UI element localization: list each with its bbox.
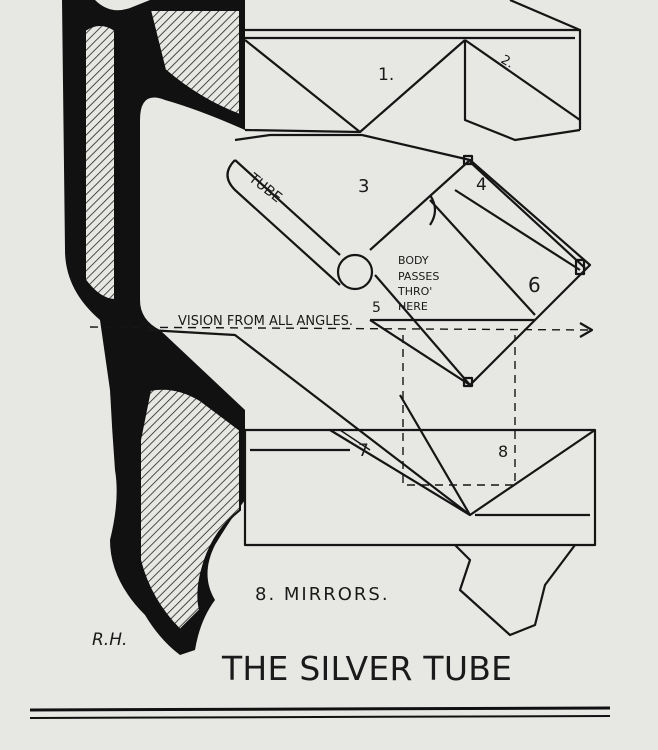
mirror-label-6: 6 bbox=[528, 273, 541, 297]
tube bbox=[226, 159, 374, 291]
lower-box bbox=[147, 328, 597, 637]
mirror-label-3: 3 bbox=[358, 176, 369, 197]
body-label-line: PASSES bbox=[398, 270, 439, 283]
hatched-panel-upper bbox=[84, 24, 116, 302]
vision-label: VISION FROM ALL ANGLES. bbox=[178, 314, 353, 329]
body-label-line: HERE bbox=[398, 300, 428, 313]
rule-bottom bbox=[29, 715, 611, 719]
mirror-label-4: 4 bbox=[476, 175, 487, 195]
tube-end bbox=[336, 253, 374, 291]
diagram-title: THE SILVER TUBE bbox=[221, 649, 514, 688]
body-label: BODY PASSES THRO' HERE bbox=[397, 254, 439, 313]
hatched-panel-top bbox=[148, 9, 241, 117]
dashed-outline bbox=[402, 335, 516, 486]
mirror-label-5: 5 bbox=[372, 300, 381, 316]
upper-box bbox=[244, 0, 582, 142]
body-label-line: BODY bbox=[398, 254, 429, 267]
body-label-line: THRO' bbox=[397, 285, 432, 298]
arrow-head-icon bbox=[579, 322, 594, 338]
mirrors-caption: 8. MIRRORS. bbox=[255, 584, 390, 605]
rule-top bbox=[29, 706, 611, 712]
mirror-label-8: 8 bbox=[498, 442, 508, 461]
middle-box bbox=[234, 133, 592, 388]
mirror-label-7: 7 bbox=[358, 441, 369, 461]
mirror-label-2: 2. bbox=[498, 52, 516, 71]
signature: R.H. bbox=[92, 630, 127, 650]
hatched-panel-lower bbox=[138, 387, 241, 632]
tube-label: TUBE bbox=[245, 170, 285, 206]
mirror-label-1: 1. bbox=[378, 65, 394, 85]
